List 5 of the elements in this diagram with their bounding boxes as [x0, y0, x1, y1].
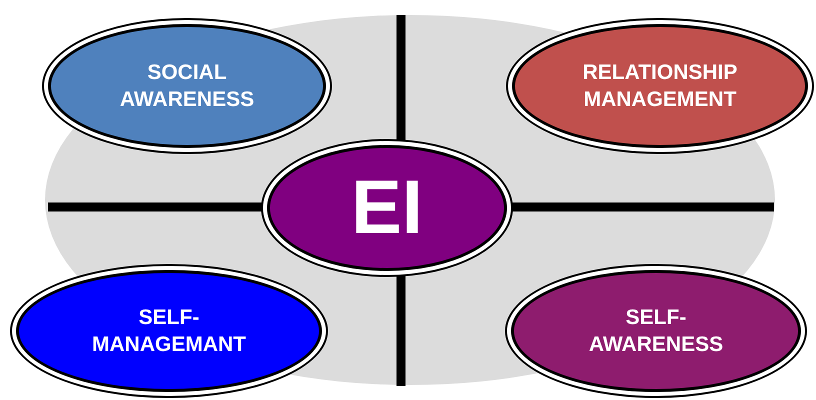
node-label: SOCIAL AWARENESS	[118, 60, 256, 113]
node-label: RELATIONSHIP MANAGEMENT	[582, 60, 738, 113]
node-label: EI	[350, 170, 424, 246]
node-label: SELF- AWARENESS	[588, 304, 724, 358]
node-label: SELF- MANAGEMANT	[91, 304, 247, 358]
